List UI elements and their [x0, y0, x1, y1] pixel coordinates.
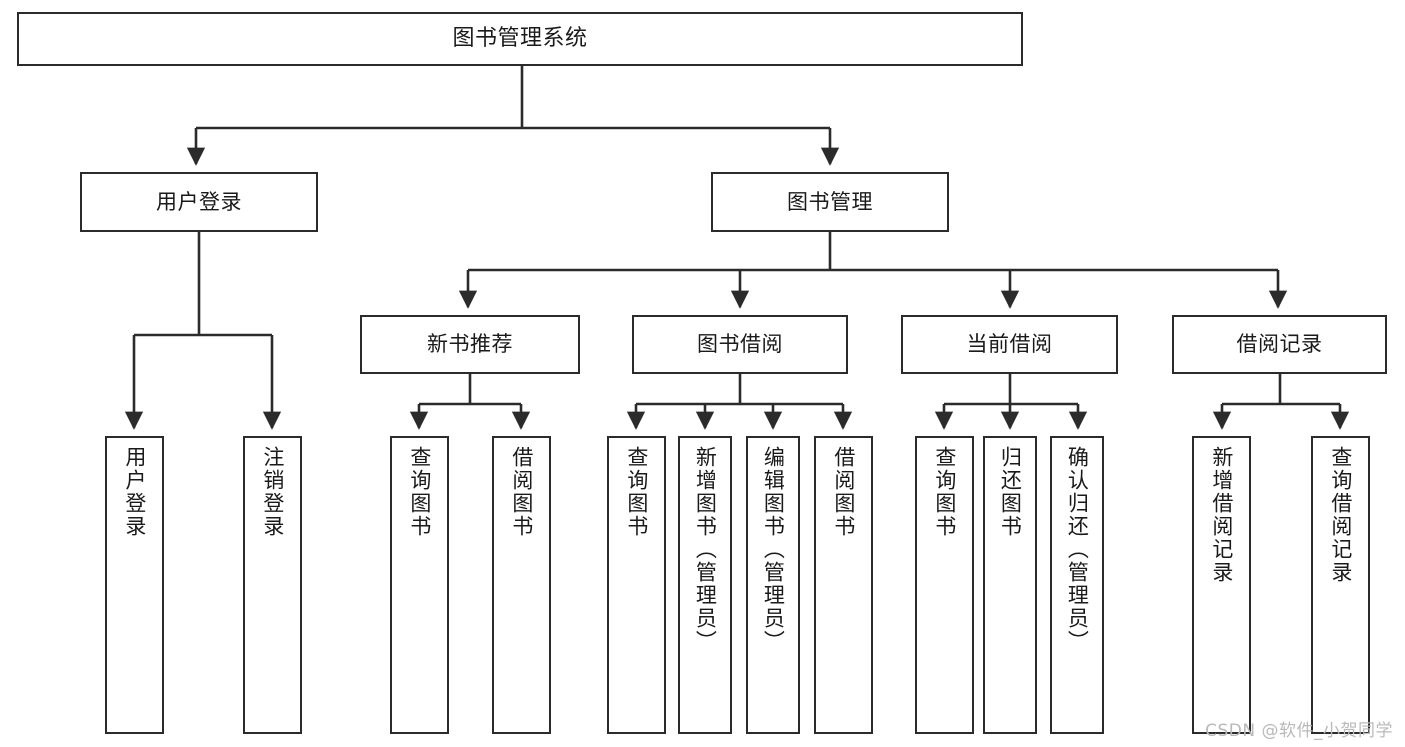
node-borrow-record[interactable]: 借阅记录 [1172, 315, 1387, 374]
node-leaf-add-borrow-record-label: 新增借阅记录 [1209, 446, 1234, 584]
node-user-login-label: 用户登录 [156, 189, 242, 214]
node-book-management[interactable]: 图书管理 [711, 172, 949, 232]
node-current-borrow-label: 当前借阅 [966, 332, 1053, 357]
node-leaf-borrow-book-label: 借阅图书 [831, 446, 856, 538]
node-leaf-query-borrow-record-label: 查询借阅记录 [1328, 446, 1353, 584]
node-leaf-borrow-book-newbook-label: 借阅图书 [509, 446, 534, 538]
node-leaf-return-book[interactable]: 归还图书 [983, 436, 1037, 734]
node-leaf-user-login[interactable]: 用户登录 [105, 436, 164, 734]
node-leaf-confirm-return[interactable]: 确认归还（管理员） [1050, 436, 1104, 734]
node-root-label: 图书管理系统 [452, 26, 588, 52]
node-new-book-recommend-label: 新书推荐 [427, 332, 513, 357]
node-leaf-add-book[interactable]: 新增图书（管理员） [678, 436, 732, 734]
node-leaf-query-book-newbook-label: 查询图书 [407, 446, 432, 538]
csdn-watermark: CSDN @软件_小贺同学 [1205, 721, 1393, 741]
node-leaf-borrow-book-newbook[interactable]: 借阅图书 [492, 436, 551, 734]
node-leaf-query-book-current[interactable]: 查询图书 [915, 436, 974, 734]
node-user-login[interactable]: 用户登录 [80, 172, 318, 232]
node-book-borrow[interactable]: 图书借阅 [632, 315, 848, 374]
node-book-management-label: 图书管理 [787, 189, 873, 214]
node-leaf-query-book-current-label: 查询图书 [932, 446, 957, 538]
node-borrow-record-label: 借阅记录 [1236, 332, 1323, 357]
node-leaf-return-book-label: 归还图书 [998, 446, 1023, 538]
node-leaf-query-book-borrow-label: 查询图书 [624, 446, 649, 538]
node-book-borrow-label: 图书借阅 [697, 332, 783, 357]
node-leaf-user-login-label: 用户登录 [122, 446, 147, 538]
node-leaf-logout[interactable]: 注销登录 [243, 436, 302, 734]
node-leaf-confirm-return-label: 确认归还（管理员） [1065, 446, 1090, 653]
node-current-borrow[interactable]: 当前借阅 [901, 315, 1118, 374]
node-leaf-logout-label: 注销登录 [260, 446, 285, 538]
node-leaf-query-borrow-record[interactable]: 查询借阅记录 [1311, 436, 1370, 734]
node-new-book-recommend[interactable]: 新书推荐 [360, 315, 580, 374]
node-leaf-query-book-borrow[interactable]: 查询图书 [607, 436, 666, 734]
node-leaf-borrow-book[interactable]: 借阅图书 [814, 436, 873, 734]
node-leaf-add-borrow-record[interactable]: 新增借阅记录 [1192, 436, 1251, 734]
node-root[interactable]: 图书管理系统 [17, 12, 1023, 66]
node-leaf-edit-book[interactable]: 编辑图书（管理员） [746, 436, 800, 734]
node-leaf-query-book-newbook[interactable]: 查询图书 [390, 436, 449, 734]
node-leaf-add-book-label: 新增图书（管理员） [693, 446, 718, 653]
node-leaf-edit-book-label: 编辑图书（管理员） [761, 446, 786, 653]
